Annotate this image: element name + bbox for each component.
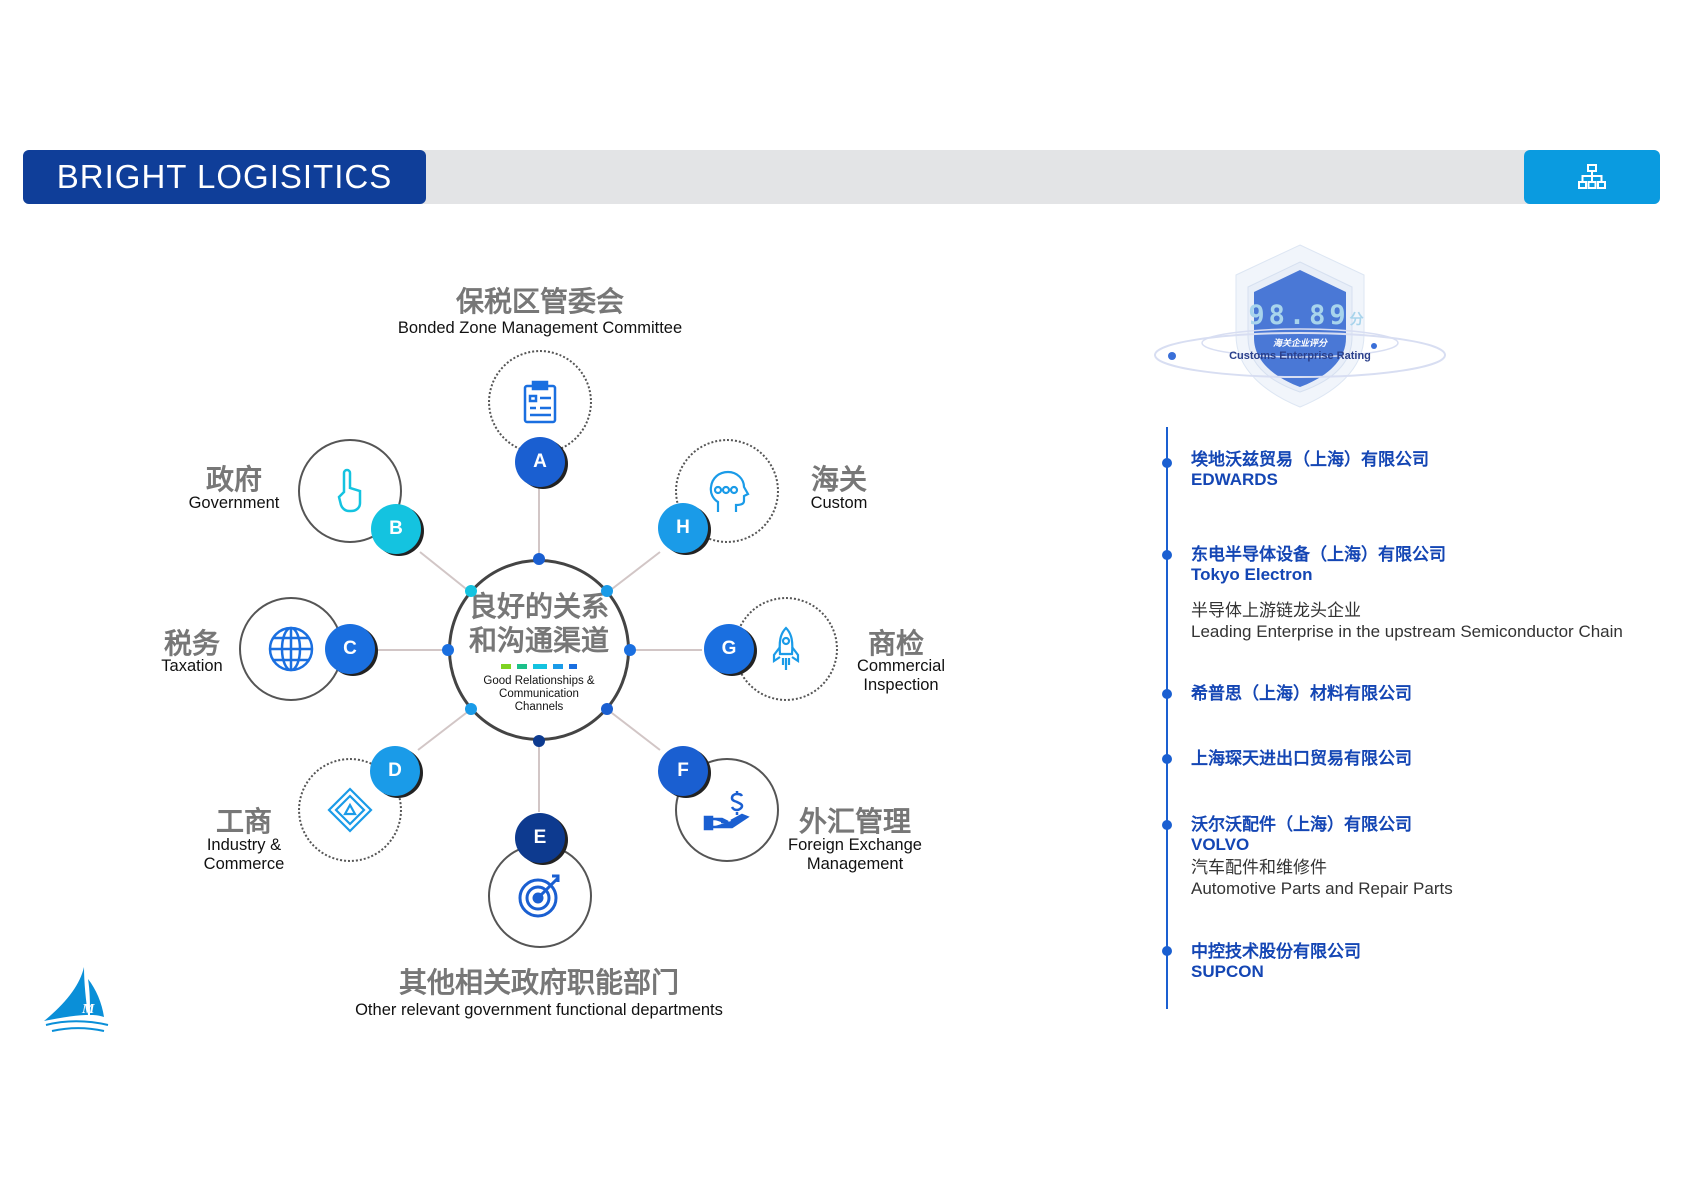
rating-unit: 分 [1349, 312, 1364, 328]
client-name-en: Tokyo Electron [1191, 565, 1313, 584]
node-h-cn: 海关 [810, 464, 868, 495]
client-name-en: SUPCON [1191, 962, 1264, 981]
node-g-en2: Inspection [863, 676, 939, 694]
money-hand-icon [703, 791, 750, 831]
org-chart-button[interactable] [1524, 150, 1660, 204]
client-desc-en: Automotive Parts and Repair Parts [1191, 879, 1453, 898]
client-name-cn: 希普思（上海）材料有限公司 [1191, 684, 1412, 703]
timeline-dot [1162, 458, 1172, 468]
rating-label-cn: 海关企业评分 [1272, 338, 1327, 348]
node-e-cn: 其他相关政府职能部门 [398, 967, 680, 998]
timeline-dot [1162, 946, 1172, 956]
customs-rating-badge: 98.89分 海关企业评分 Customs Enterprise Rating [1150, 240, 1450, 410]
central-hub: 良好的关系和沟通渠道 Good Relationships &Communica… [448, 559, 630, 741]
hub-subtitle-2: Communication [499, 688, 579, 700]
node-b-badge: B [371, 504, 421, 554]
timeline-dot [1162, 550, 1172, 560]
client-desc-en: Leading Enterprise in the upstream Semic… [1191, 622, 1623, 641]
node-e-en: Other relevant government functional dep… [355, 1001, 723, 1019]
hub-title-line1: 良好的关系 [468, 591, 609, 622]
node-e-badge: E [515, 813, 565, 863]
client-name-cn: 东电半导体设备（上海）有限公司 [1191, 545, 1446, 564]
node-f-en2: Management [806, 855, 904, 873]
client-name-cn: 沃尔沃配件（上海）有限公司 [1191, 815, 1412, 834]
connector-lines [376, 488, 702, 812]
client-item: 上海琛天进出口贸易有限公司 [1191, 749, 1412, 769]
hub-subtitle-1: Good Relationships & [483, 675, 595, 687]
head-people-icon [709, 470, 750, 512]
node-h-en: Custom [810, 494, 868, 512]
node-c-badge: C [325, 624, 375, 674]
client-name-cn: 埃地沃兹贸易（上海）有限公司 [1191, 450, 1429, 469]
rating-label-en: Customs Enterprise Rating [1229, 350, 1371, 362]
client-name-en: VOLVO [1191, 835, 1250, 854]
client-desc-cn: 半导体上游链龙头企业 [1191, 601, 1361, 620]
client-name-cn: 上海琛天进出口贸易有限公司 [1191, 749, 1412, 768]
timeline-dot [1162, 820, 1172, 830]
node-b-cn: 政府 [205, 464, 263, 495]
hub-subtitle-3: Channels [514, 701, 564, 713]
client-name-cn: 中控技术股份有限公司 [1191, 942, 1361, 961]
timeline-dot [1162, 754, 1172, 764]
node-a-en: Bonded Zone Management Committee [397, 319, 683, 337]
timeline-line [1166, 427, 1168, 1009]
svg-text:M: M [81, 1002, 95, 1017]
node-a-badge: A [515, 437, 565, 487]
clipboard-icon [523, 380, 557, 424]
node-f-en1: Foreign Exchange [788, 836, 922, 854]
client-desc: 半导体上游链龙头企业 Leading Enterprise in the upst… [1191, 600, 1623, 642]
client-desc: 汽车配件和维修件 Automotive Parts and Repair Part… [1191, 857, 1453, 899]
client-item: 希普思（上海）材料有限公司 [1191, 684, 1412, 704]
node-f-badge: F [658, 746, 708, 796]
hub-title-line2: 和沟通渠道 [468, 625, 609, 656]
target-icon [518, 874, 560, 918]
timeline-dot [1162, 689, 1172, 699]
node-h-circle [675, 439, 779, 543]
client-desc-cn: 汽车配件和维修件 [1191, 858, 1327, 877]
rating-score: 98.89 [1248, 300, 1350, 331]
node-b-en: Government [188, 494, 280, 512]
client-name-en: EDWARDS [1191, 470, 1278, 489]
header-title: BRIGHT LOGISITICS [23, 150, 426, 204]
hub-color-dashes [451, 664, 627, 669]
node-a-cn: 保税区管委会 [455, 286, 625, 317]
globe-icon [268, 626, 314, 672]
node-g-en1: Commercial [856, 657, 946, 675]
node-c-cn: 税务 [163, 628, 221, 659]
node-f-cn: 外汇管理 [798, 806, 912, 837]
company-logo-icon: M [44, 967, 109, 1032]
node-h-badge: H [658, 503, 708, 553]
diamond-icon [327, 787, 373, 833]
org-chart-icon [1578, 164, 1606, 189]
node-g-cn: 商检 [867, 628, 925, 659]
node-g-badge: G [704, 624, 754, 674]
node-d-badge: D [370, 746, 420, 796]
rocket-icon [772, 626, 800, 670]
node-c-en: Taxation [161, 657, 223, 675]
hand-pointer-icon [337, 468, 362, 513]
node-d-en2: Commerce [203, 855, 285, 873]
node-d-en1: Industry & [206, 836, 282, 854]
node-d-cn: 工商 [215, 806, 273, 837]
